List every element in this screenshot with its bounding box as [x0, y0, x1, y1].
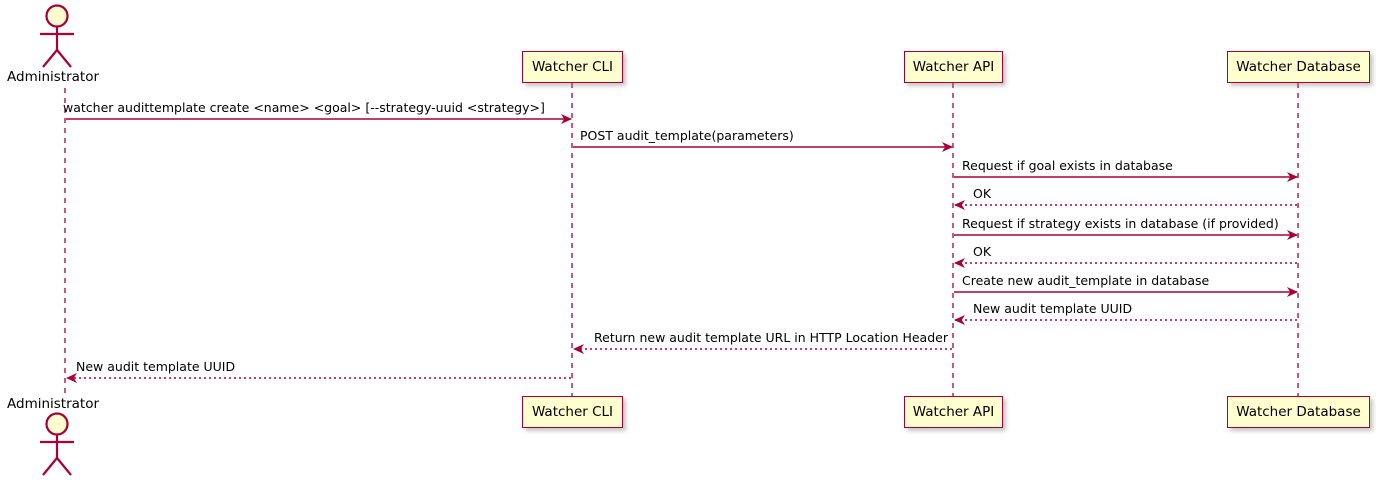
message-label-7: Create new audit_template in database — [962, 273, 1210, 288]
message-label-5: Request if strategy exists in database (… — [962, 216, 1279, 231]
participant-label-watcher-db: Watcher Database — [1236, 59, 1361, 75]
participant-label-watcher-api: Watcher API — [912, 59, 995, 75]
participant-label-watcher-db-bottom: Watcher Database — [1236, 404, 1361, 420]
participant-label-watcher-cli: Watcher CLI — [531, 59, 614, 75]
actor-glyph-administrator-top — [40, 4, 74, 68]
participant-box-watcher-cli-bottom[interactable]: Watcher CLI — [522, 396, 623, 428]
message-label-10: New audit template UUID — [76, 359, 236, 374]
participant-box-watcher-cli-top[interactable]: Watcher CLI — [522, 51, 623, 83]
participant-box-watcher-api-top[interactable]: Watcher API — [904, 51, 1003, 83]
message-label-6: OK — [973, 244, 992, 259]
lifelines — [64, 83, 1299, 398]
participant-label-watcher-api-bottom: Watcher API — [912, 404, 995, 420]
message-label-2: POST audit_template(parameters) — [580, 128, 794, 143]
message-label-3: Request if goal exists in database — [962, 158, 1173, 173]
actor-label-administrator-bottom: Administrator — [7, 396, 100, 412]
participant-label-watcher-cli-bottom: Watcher CLI — [531, 404, 614, 420]
participant-box-watcher-api-bottom[interactable]: Watcher API — [904, 396, 1003, 428]
message-label-8: New audit template UUID — [973, 301, 1133, 316]
participant-box-watcher-db-bottom[interactable]: Watcher Database — [1227, 396, 1370, 428]
actor-glyph-administrator-bottom — [40, 412, 74, 476]
message-label-9: Return new audit template URL in HTTP Lo… — [594, 330, 948, 345]
actor-label-administrator-top: Administrator — [7, 69, 100, 85]
message-label-4: OK — [973, 186, 992, 201]
participant-box-watcher-db-top[interactable]: Watcher Database — [1227, 51, 1370, 83]
message-label-1: watcher audittemplate create <name> <goa… — [63, 100, 545, 115]
message-arrows — [66, 114, 1298, 383]
